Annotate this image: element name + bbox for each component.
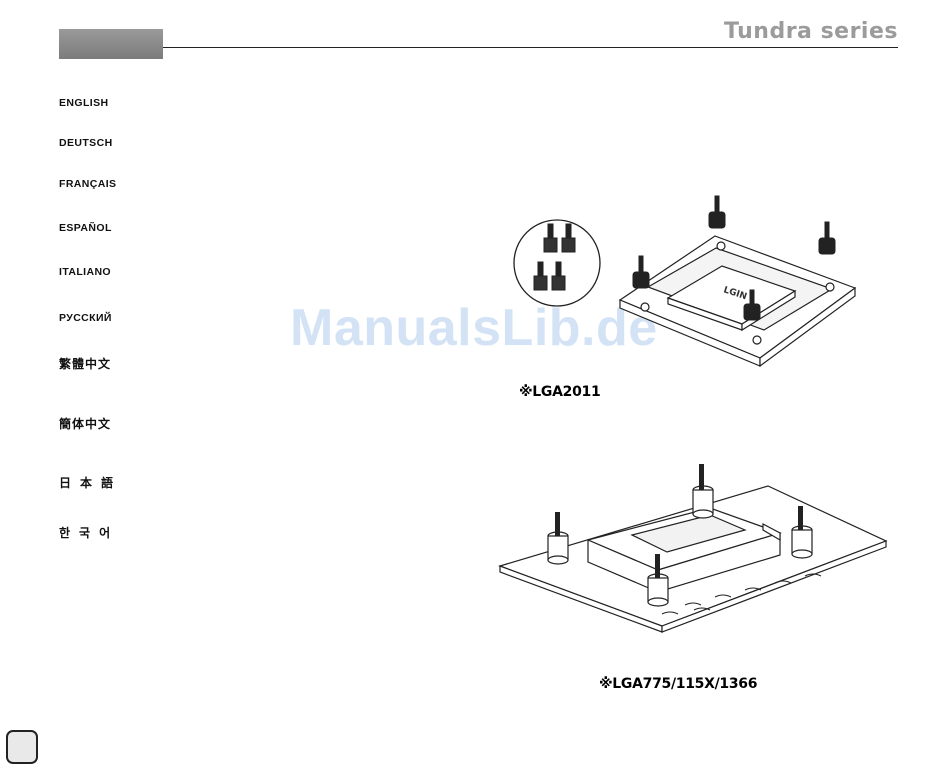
language-simplified-chinese[interactable]: 簡体中文 <box>59 415 111 432</box>
language-english[interactable]: ENGLISH <box>59 97 108 109</box>
lga2011-caption: ※LGA2011 <box>519 384 600 400</box>
language-francais[interactable]: FRANÇAIS <box>59 178 116 190</box>
header-rule <box>163 47 898 48</box>
language-russian[interactable]: РУССКИЙ <box>59 312 112 324</box>
svg-text:LGIN: LGIN <box>722 285 748 302</box>
language-korean[interactable]: 한국어 <box>59 524 119 541</box>
language-espanol[interactable]: ESPAÑOL <box>59 222 112 234</box>
language-deutsch[interactable]: DEUTSCH <box>59 137 113 149</box>
series-title: Tundra series <box>724 19 898 44</box>
header-tab-block <box>59 29 163 59</box>
lga775-caption: ※LGA775/115X/1366 <box>599 676 757 692</box>
language-italiano[interactable]: ITALIANO <box>59 266 111 278</box>
language-traditional-chinese[interactable]: 繁體中文 <box>59 355 111 372</box>
watermark: ManualsLib.de <box>290 298 658 358</box>
language-japanese[interactable]: 日本語 <box>59 474 122 491</box>
page-number-badge <box>6 730 38 764</box>
